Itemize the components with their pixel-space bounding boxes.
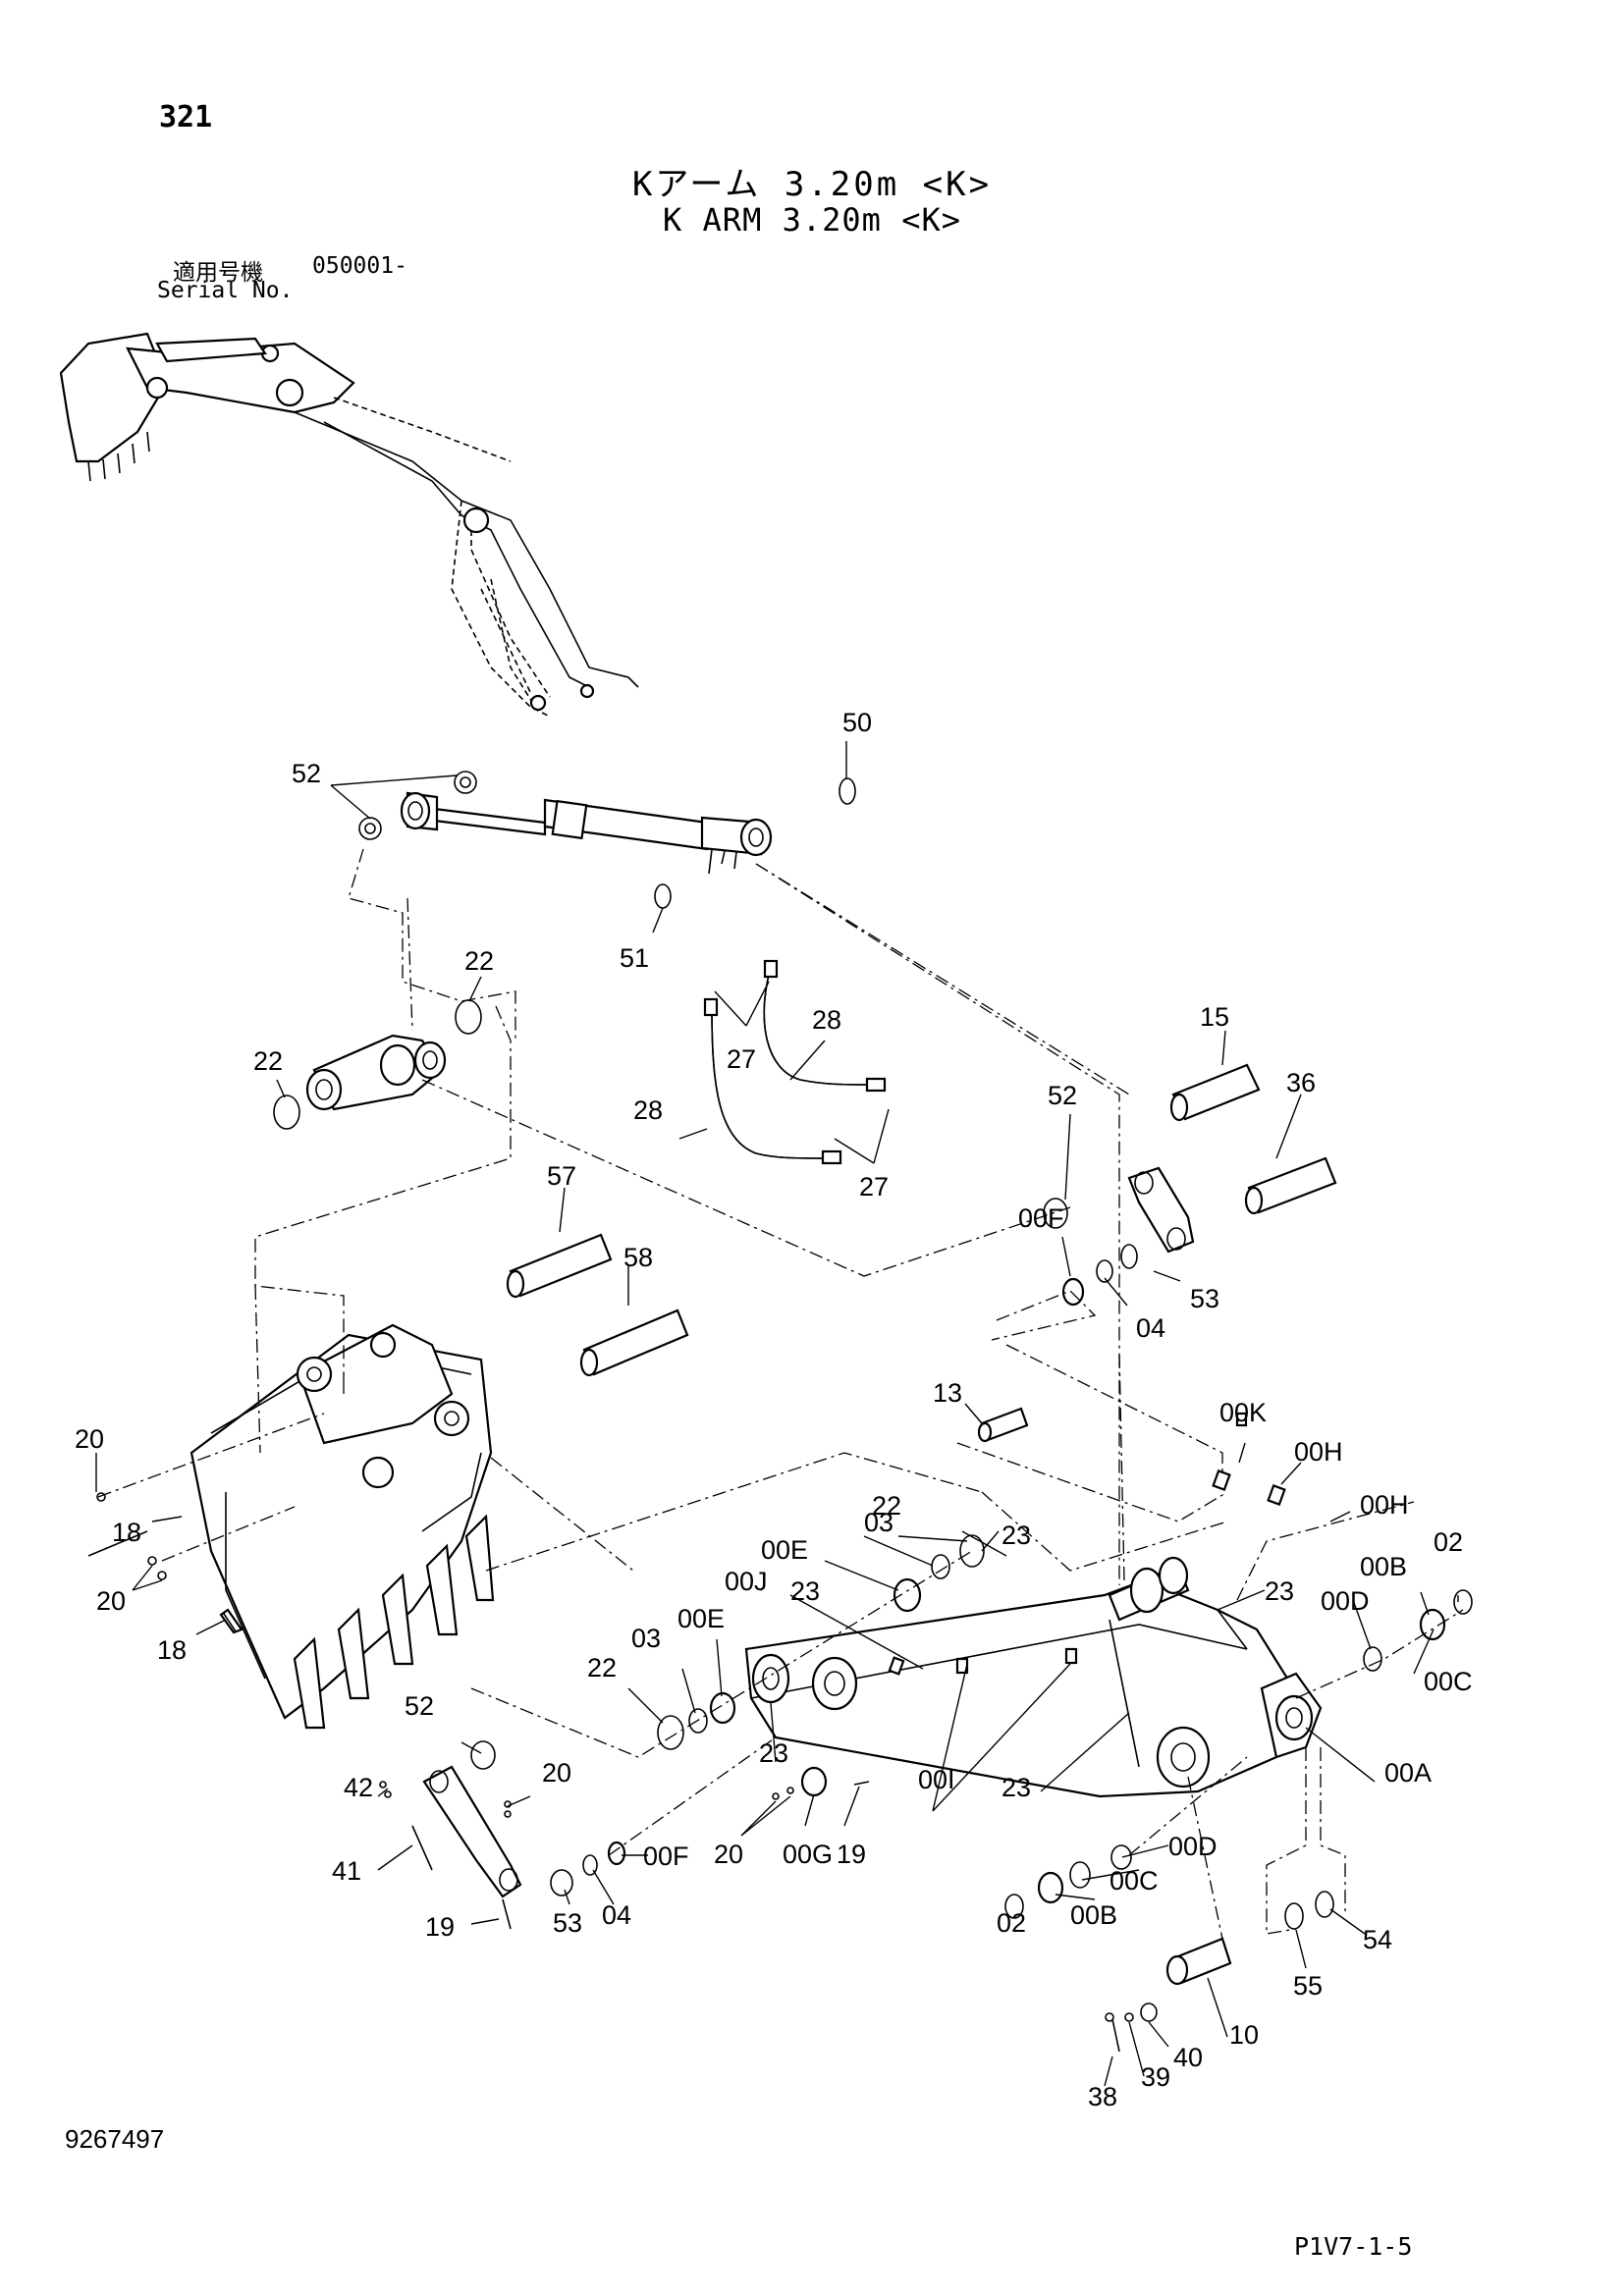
callout-10: 10 xyxy=(1229,2020,1259,2050)
pins xyxy=(506,1063,1337,1986)
serial-number-value: 050001- xyxy=(312,253,407,279)
callout-04: 04 xyxy=(1136,1313,1165,1343)
callout-00A: 00A xyxy=(1384,1758,1432,1788)
callout-00E: 00E xyxy=(677,1604,725,1633)
alignment-lines xyxy=(97,848,1464,1940)
callout-20: 20 xyxy=(96,1586,126,1616)
callout-18: 18 xyxy=(112,1518,141,1547)
callout-58: 58 xyxy=(623,1243,653,1272)
callout-52: 52 xyxy=(292,759,321,788)
bucket xyxy=(87,1323,495,1730)
callout-22: 22 xyxy=(253,1046,283,1076)
page-code: P1V7-1-5 xyxy=(1294,2232,1413,2261)
callout-00I: 00I xyxy=(918,1765,955,1794)
callout-04: 04 xyxy=(602,1900,631,1930)
callout-57: 57 xyxy=(547,1161,576,1191)
callout-53: 53 xyxy=(1190,1284,1219,1313)
callout-23: 23 xyxy=(790,1576,820,1606)
callout-54: 54 xyxy=(1363,1925,1392,1954)
callout-19: 19 xyxy=(425,1912,455,1942)
callout-00K: 00K xyxy=(1219,1398,1267,1427)
arm-cylinder xyxy=(358,771,856,909)
callout-00D: 00D xyxy=(1168,1832,1218,1861)
callout-22: 22 xyxy=(872,1491,901,1521)
callout-42: 42 xyxy=(344,1773,373,1802)
serial-label-english: Serial No. xyxy=(157,278,294,303)
callout-51: 51 xyxy=(620,943,649,973)
bucket-link xyxy=(273,999,482,1130)
callout-15: 15 xyxy=(1200,1002,1229,1032)
title-english: K ARM 3.20m <K> xyxy=(663,201,961,239)
callout-52: 52 xyxy=(405,1691,434,1721)
small-hardware xyxy=(96,1492,1120,2053)
callout-39: 39 xyxy=(1141,2062,1170,2092)
callout-41: 41 xyxy=(332,1856,361,1886)
serial-label-japanese: 適用号機 xyxy=(173,260,263,286)
page-number: 321 xyxy=(159,100,213,134)
callout-23: 23 xyxy=(759,1738,788,1768)
excavator-overview-illustration xyxy=(59,332,639,718)
callout-00E: 00E xyxy=(761,1535,808,1565)
callout-55: 55 xyxy=(1293,1971,1323,2001)
callout-23: 23 xyxy=(1265,1576,1294,1606)
callout-00D: 00D xyxy=(1321,1586,1370,1616)
callout-53: 53 xyxy=(553,1908,582,1938)
callout-20: 20 xyxy=(75,1424,104,1454)
callout-02: 02 xyxy=(997,1908,1026,1938)
callout-02: 02 xyxy=(1434,1527,1463,1557)
callout-03: 03 xyxy=(864,1508,893,1537)
callout-00B: 00B xyxy=(1360,1552,1407,1581)
document-number: 9267497 xyxy=(65,2124,165,2154)
callout-00C: 00C xyxy=(1110,1866,1159,1896)
side-link xyxy=(1043,1166,1195,1307)
callout-labels: 50 52 51 22 22 28 27 28 27 15 52 36 00F … xyxy=(75,708,1473,2111)
callout-00C: 00C xyxy=(1424,1667,1473,1696)
callout-36: 36 xyxy=(1286,1068,1316,1097)
callout-38: 38 xyxy=(1088,2082,1117,2111)
leader-lines xyxy=(95,741,1459,2087)
callout-23: 23 xyxy=(1001,1521,1031,1550)
callout-52: 52 xyxy=(1048,1081,1077,1110)
callout-20: 20 xyxy=(714,1840,743,1869)
callout-22: 22 xyxy=(464,946,494,976)
callout-28: 28 xyxy=(633,1095,663,1125)
callout-13: 13 xyxy=(933,1378,962,1408)
callout-18: 18 xyxy=(157,1635,187,1665)
callout-22: 22 xyxy=(587,1653,617,1682)
callout-27: 27 xyxy=(859,1172,889,1201)
callout-00J: 00J xyxy=(725,1567,768,1596)
callout-00F: 00F xyxy=(643,1842,689,1871)
callout-28: 28 xyxy=(812,1005,841,1035)
title-japanese: Kアーム 3.20m <K> xyxy=(631,165,993,204)
arm-body xyxy=(744,1412,1323,1798)
callout-40: 40 xyxy=(1173,2043,1203,2072)
callout-00G: 00G xyxy=(783,1840,833,1869)
callout-03: 03 xyxy=(631,1624,661,1653)
callout-20: 20 xyxy=(542,1758,571,1788)
callout-23: 23 xyxy=(1001,1773,1031,1802)
callout-00H: 00H xyxy=(1360,1490,1409,1520)
callout-50: 50 xyxy=(842,708,872,737)
callout-00H: 00H xyxy=(1294,1437,1343,1467)
callout-19: 19 xyxy=(837,1840,866,1869)
lower-link xyxy=(411,1740,522,1930)
callout-00F: 00F xyxy=(1018,1203,1064,1233)
callout-00B: 00B xyxy=(1070,1900,1117,1930)
callout-27: 27 xyxy=(727,1044,756,1074)
